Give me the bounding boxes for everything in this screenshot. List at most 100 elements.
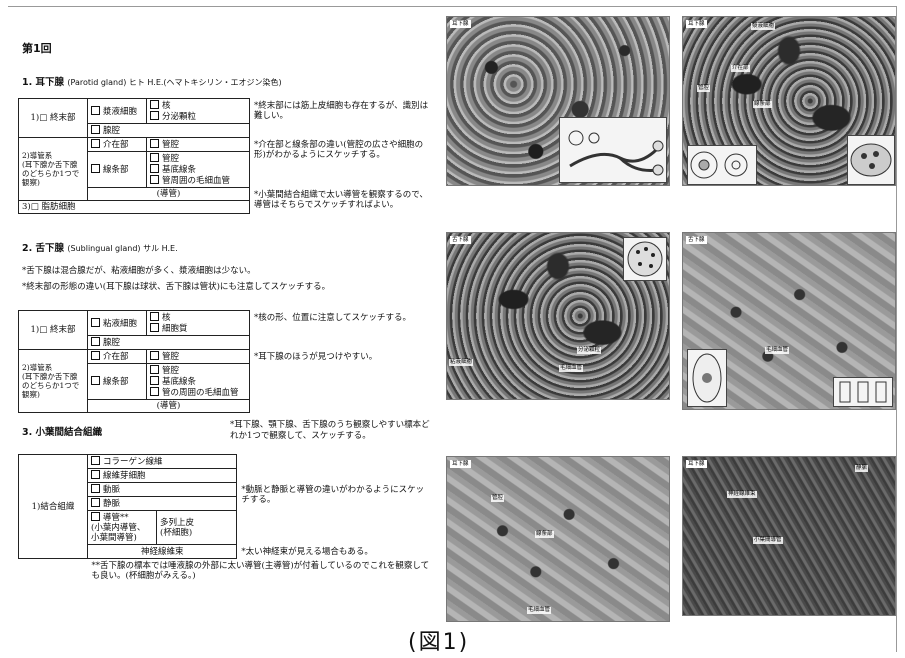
s3-collagen: コラーゲン線維 [86, 454, 238, 469]
s3-artery: 動脈 [86, 482, 238, 497]
s2-item-text: 管の周囲の毛細血管 [162, 388, 239, 398]
micrograph-tag: 小葉間導管 [753, 537, 783, 544]
section1-table: 1)□ 終末部 漿液細胞 核 分泌顆粒 *終末部には筋上皮細胞も存在するが、識別… [18, 98, 436, 214]
micrograph-tag: 毛細血管 [527, 607, 552, 614]
duct-cell-icon [692, 353, 722, 403]
micrograph-tag: 分泌顆粒 [577, 347, 602, 354]
checkbox-icon [91, 351, 100, 360]
section3-head-note: *耳下腺、顎下腺、舌下腺のうち観察しやすい標本どれか1つで観察して、スケッチする… [230, 420, 430, 441]
s1-lumen: 腺腔 [87, 123, 250, 138]
s1-note-duct: *小葉間結合組織で太い導管を観察するので、導管はそちらでスケッチすればよい。 [254, 189, 428, 210]
s2-item: 核 [150, 312, 246, 323]
section1-heading: 1. 耳下腺 (Parotid gland) ヒト H.E.(ヘマトキシリン・エ… [22, 74, 282, 88]
micrograph-label: 舌下腺 [450, 236, 471, 244]
s3-item-text: 静脈 [103, 499, 121, 509]
micrograph-parotid-3: 耳下腺 管腔 線条部 毛細血管 [446, 456, 670, 622]
s2-item: 管の周囲の毛細血管 [150, 387, 246, 398]
s3-duct-text: 導管** (小葉内導管、 小葉間導管) [91, 513, 146, 543]
s1-note-myoepithelial: *終末部には筋上皮細胞も存在するが、識別は難しい。 [254, 100, 429, 121]
checkbox-icon [91, 164, 100, 173]
s2-item-text: 管腔 [162, 366, 180, 376]
striation-icon [839, 381, 887, 403]
section1-subtitle: (Parotid gland) ヒト H.E.(ヘマトキシリン・エオジン染色) [67, 78, 282, 87]
micrograph-tag: 毛細血管 [765, 347, 790, 354]
s2-duct-label: 2)導管系 (耳下腺か舌下腺のどちらか1つで観察) [18, 349, 88, 413]
micrograph-sublingual-1: 舌下腺 粘液細胞 分泌顆粒 毛細血管 [446, 232, 670, 400]
s1-striated-items: 管腔 基底線条 管周囲の毛細血管 [146, 151, 250, 188]
s1-item-text: 核 [162, 101, 171, 111]
micrograph-label: 耳下腺 [686, 460, 707, 468]
checkbox-icon [150, 175, 159, 184]
section2-note-1: *舌下腺は混合腺だが、粘液細胞が多く、漿液細胞は少ない。 [22, 266, 256, 276]
s2-item: 細胞質 [150, 323, 246, 334]
section1-num: 1. [22, 77, 33, 88]
micrograph-parotid-2: 耳下腺 漿液細胞 介在部 線条部 管腔 [682, 16, 896, 186]
s1-fat-cell: 3)□ 脂肪細胞 [18, 200, 250, 214]
section2-subtitle: (Sublingual gland) サル H.E. [67, 244, 178, 253]
micrograph-parotid-4: 耳下腺 神経線維束 静脈 小葉間導管 [682, 456, 896, 616]
s2-intercalated-text: 介在部 [103, 352, 129, 362]
micrograph-tag: 介在部 [731, 65, 750, 72]
s1-item-text: 分泌顆粒 [162, 112, 197, 122]
s3-footnote: **舌下腺の標本では唾液腺の外部に太い導管(主導管)が付着しているのでこれを観察… [91, 561, 430, 581]
micrograph-tag: 神経線維束 [727, 491, 757, 498]
s2-item: 基底線条 [150, 376, 246, 387]
checkbox-icon [91, 512, 100, 521]
s3-empty-2 [237, 511, 436, 545]
s1-lumen-text: 腺腔 [103, 126, 121, 136]
micrograph-tag: 管腔 [491, 495, 505, 502]
duct-cell-inset [687, 349, 727, 407]
s3-note-nerve: *太い神経束が見える場合もある。 [241, 546, 373, 557]
checkbox-icon [150, 312, 159, 321]
mucous-cell-icon [627, 241, 663, 277]
micrograph-tag: 線条部 [753, 101, 772, 108]
s1-item: 基底線条 [150, 164, 246, 175]
s2-striated-text: 線条部 [103, 377, 129, 387]
s3-footnote-spacer [19, 559, 88, 584]
s2-intercalated-items: 管腔 [146, 349, 250, 364]
checkbox-icon [91, 376, 100, 385]
s1-intercalated-text: 介在部 [103, 140, 129, 150]
section2-note-2: *終末部の形態の違い(耳下腺は球状、舌下腺は管状)にも注意してスケッチする。 [22, 282, 331, 292]
micrograph-sublingual-2: 舌下腺 毛細血管 [682, 232, 896, 410]
s1-serous-items: 核 分泌顆粒 [146, 98, 250, 124]
micrograph-tag: 管腔 [697, 85, 711, 92]
mucous-cell-inset [623, 237, 667, 281]
s2-lumen: 腺腔 [87, 335, 250, 350]
s1-duct-label: 2)導管系 (耳下腺か舌下腺のどちらか1つで観察) [18, 137, 88, 201]
checkbox-icon [150, 351, 159, 360]
checkbox-icon [91, 125, 100, 134]
s3-duct: 導管** (小葉内導管、 小葉間導管) [87, 510, 157, 545]
s2-item-text: 基底線条 [162, 377, 197, 387]
section2-table: 1)□ 終末部 粘液細胞 核 細胞質 *核の形、位置に注意してスケッチする。 腺… [18, 310, 436, 413]
checkbox-icon [91, 484, 100, 493]
s3-nerve: 神経線維束 [86, 544, 238, 559]
micrograph-tag: 粘液細胞 [449, 359, 474, 366]
s1-item: 核 [150, 100, 246, 111]
s1-intercalated: 介在部 [87, 137, 147, 152]
s1-item-text: 基底線条 [162, 165, 197, 175]
s1-item-text: 管腔 [162, 140, 180, 150]
section3-title: 小葉間結合組織 [35, 427, 103, 438]
s2-mucous-cell-text: 粘液細胞 [103, 318, 138, 329]
s2-item-text: 細胞質 [162, 324, 188, 334]
duct-diagram-icon [568, 130, 664, 176]
checkbox-icon [150, 365, 159, 374]
s3-item-text: 線維芽細胞 [103, 471, 146, 481]
s1-striated-text: 線条部 [103, 165, 129, 175]
s2-striated-items: 管腔 基底線条 管の周囲の毛細血管 [146, 363, 250, 400]
acinus-diagram-icon [850, 143, 892, 177]
checkbox-icon [91, 470, 100, 479]
cell-diagram-inset [687, 145, 757, 185]
s2-note-nucleus: *核の形、位置に注意してスケッチする。 [254, 312, 411, 323]
cell-diagram-icon [690, 151, 748, 179]
s2-terminal-label: 1)□ 終末部 [18, 310, 88, 350]
s3-fibroblast: 線維芽細胞 [86, 468, 238, 483]
s3-note-vessels: *動脈と静脈と導管の違いがわかるようにスケッチする。 [241, 484, 425, 505]
section3-num: 3. [22, 427, 33, 438]
checkbox-icon [150, 111, 159, 120]
micrograph-tag: 線条部 [535, 531, 554, 538]
checkbox-icon [150, 387, 159, 396]
s3-connective-label: 1)結合組織 [18, 454, 88, 559]
s2-duct: (導管) [87, 399, 250, 413]
